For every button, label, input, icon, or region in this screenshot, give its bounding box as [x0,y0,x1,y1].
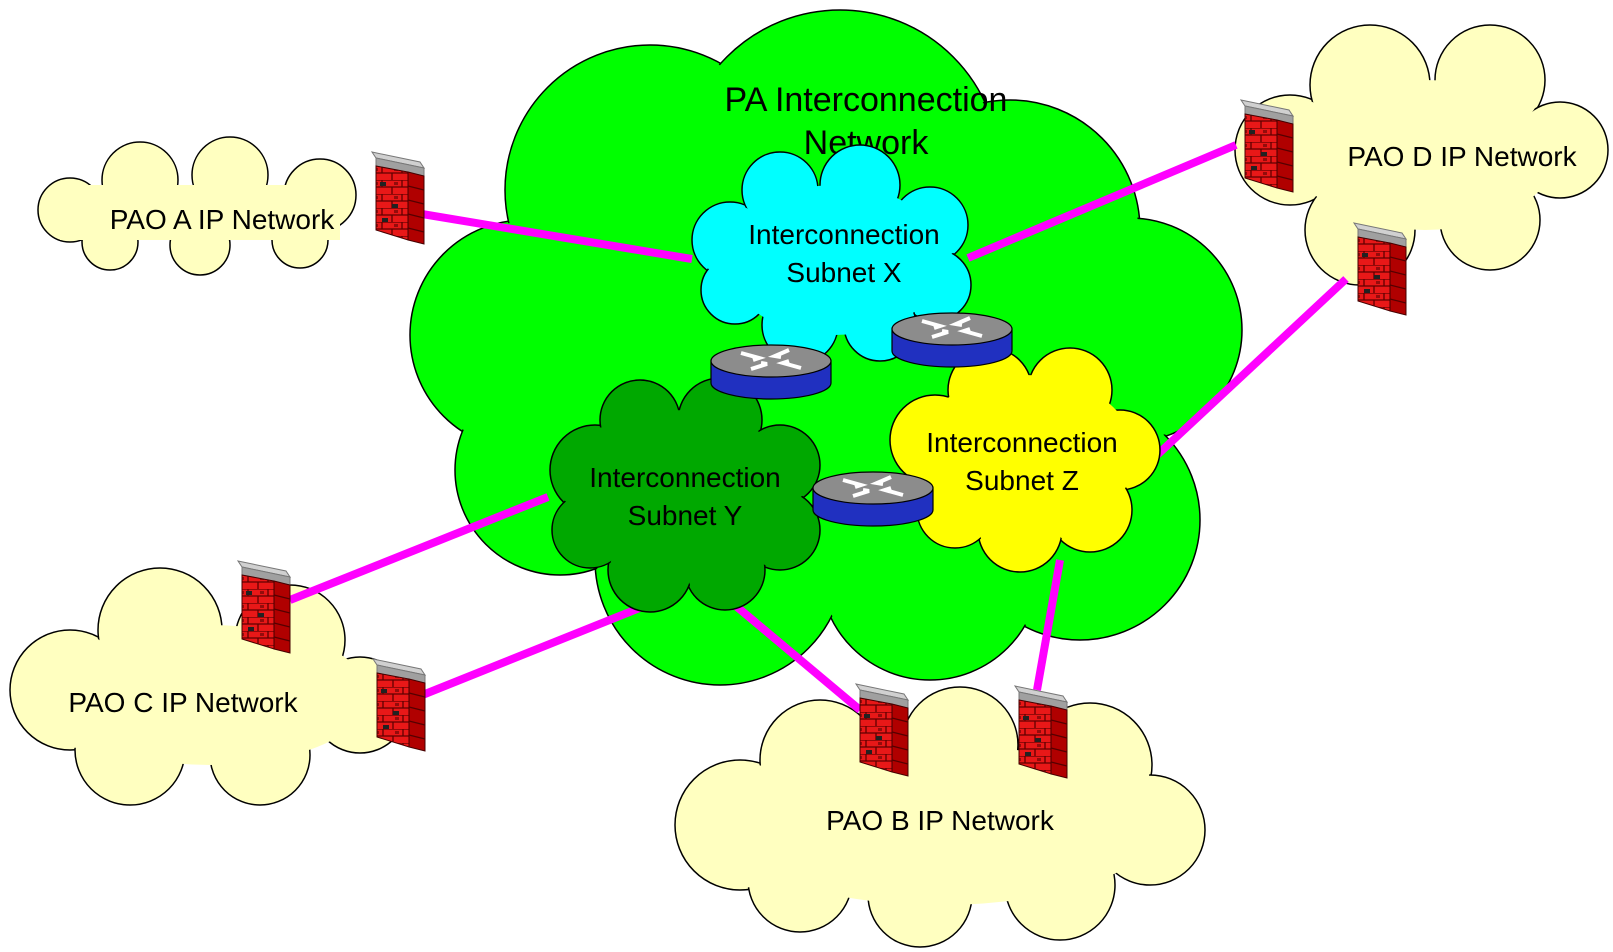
link-z-d [1152,276,1349,460]
link-y-c-lower [418,599,654,700]
router-icon [709,343,833,401]
subnet-x-label-line2: Subnet X [786,257,902,288]
firewall-icon [1353,222,1407,316]
firewall-icon [371,151,425,245]
subnet-y-label-line2: Subnet Y [628,500,743,531]
subnet-x-label-line1: Interconnection [748,219,939,250]
router-icon [811,470,935,528]
subnet-z-label-line1: Interconnection [926,427,1117,458]
link-a-x [409,208,693,263]
pao-c-label: PAO C IP Network [68,687,298,718]
link-y-b [727,597,863,714]
firewall-icon [372,658,426,752]
router-icon [890,311,1014,369]
link-y-c-upper [288,493,550,604]
firewall-icon [1014,685,1068,779]
pao-d-label: PAO D IP Network [1347,141,1577,172]
subnet-y-cloud [549,377,821,613]
firewall-icon [237,560,291,654]
pao-b-cloud [674,686,1206,948]
link-x-d [966,141,1238,262]
subnet-z-label-line2: Subnet Z [965,465,1079,496]
subnet-z-cloud [889,347,1161,573]
link-z-b [1033,559,1064,691]
firewall-icon [855,683,909,777]
main-network-title-line1: PA Interconnection [725,81,1008,119]
links [288,141,1349,714]
subnet-y-label-line1: Interconnection [589,462,780,493]
pao-a-label: PAO A IP Network [110,204,336,235]
pao-b-label: PAO B IP Network [826,805,1055,836]
subnet-x-cloud [691,144,972,364]
firewall-icon [1240,99,1294,193]
pao-a-cloud [37,136,357,276]
